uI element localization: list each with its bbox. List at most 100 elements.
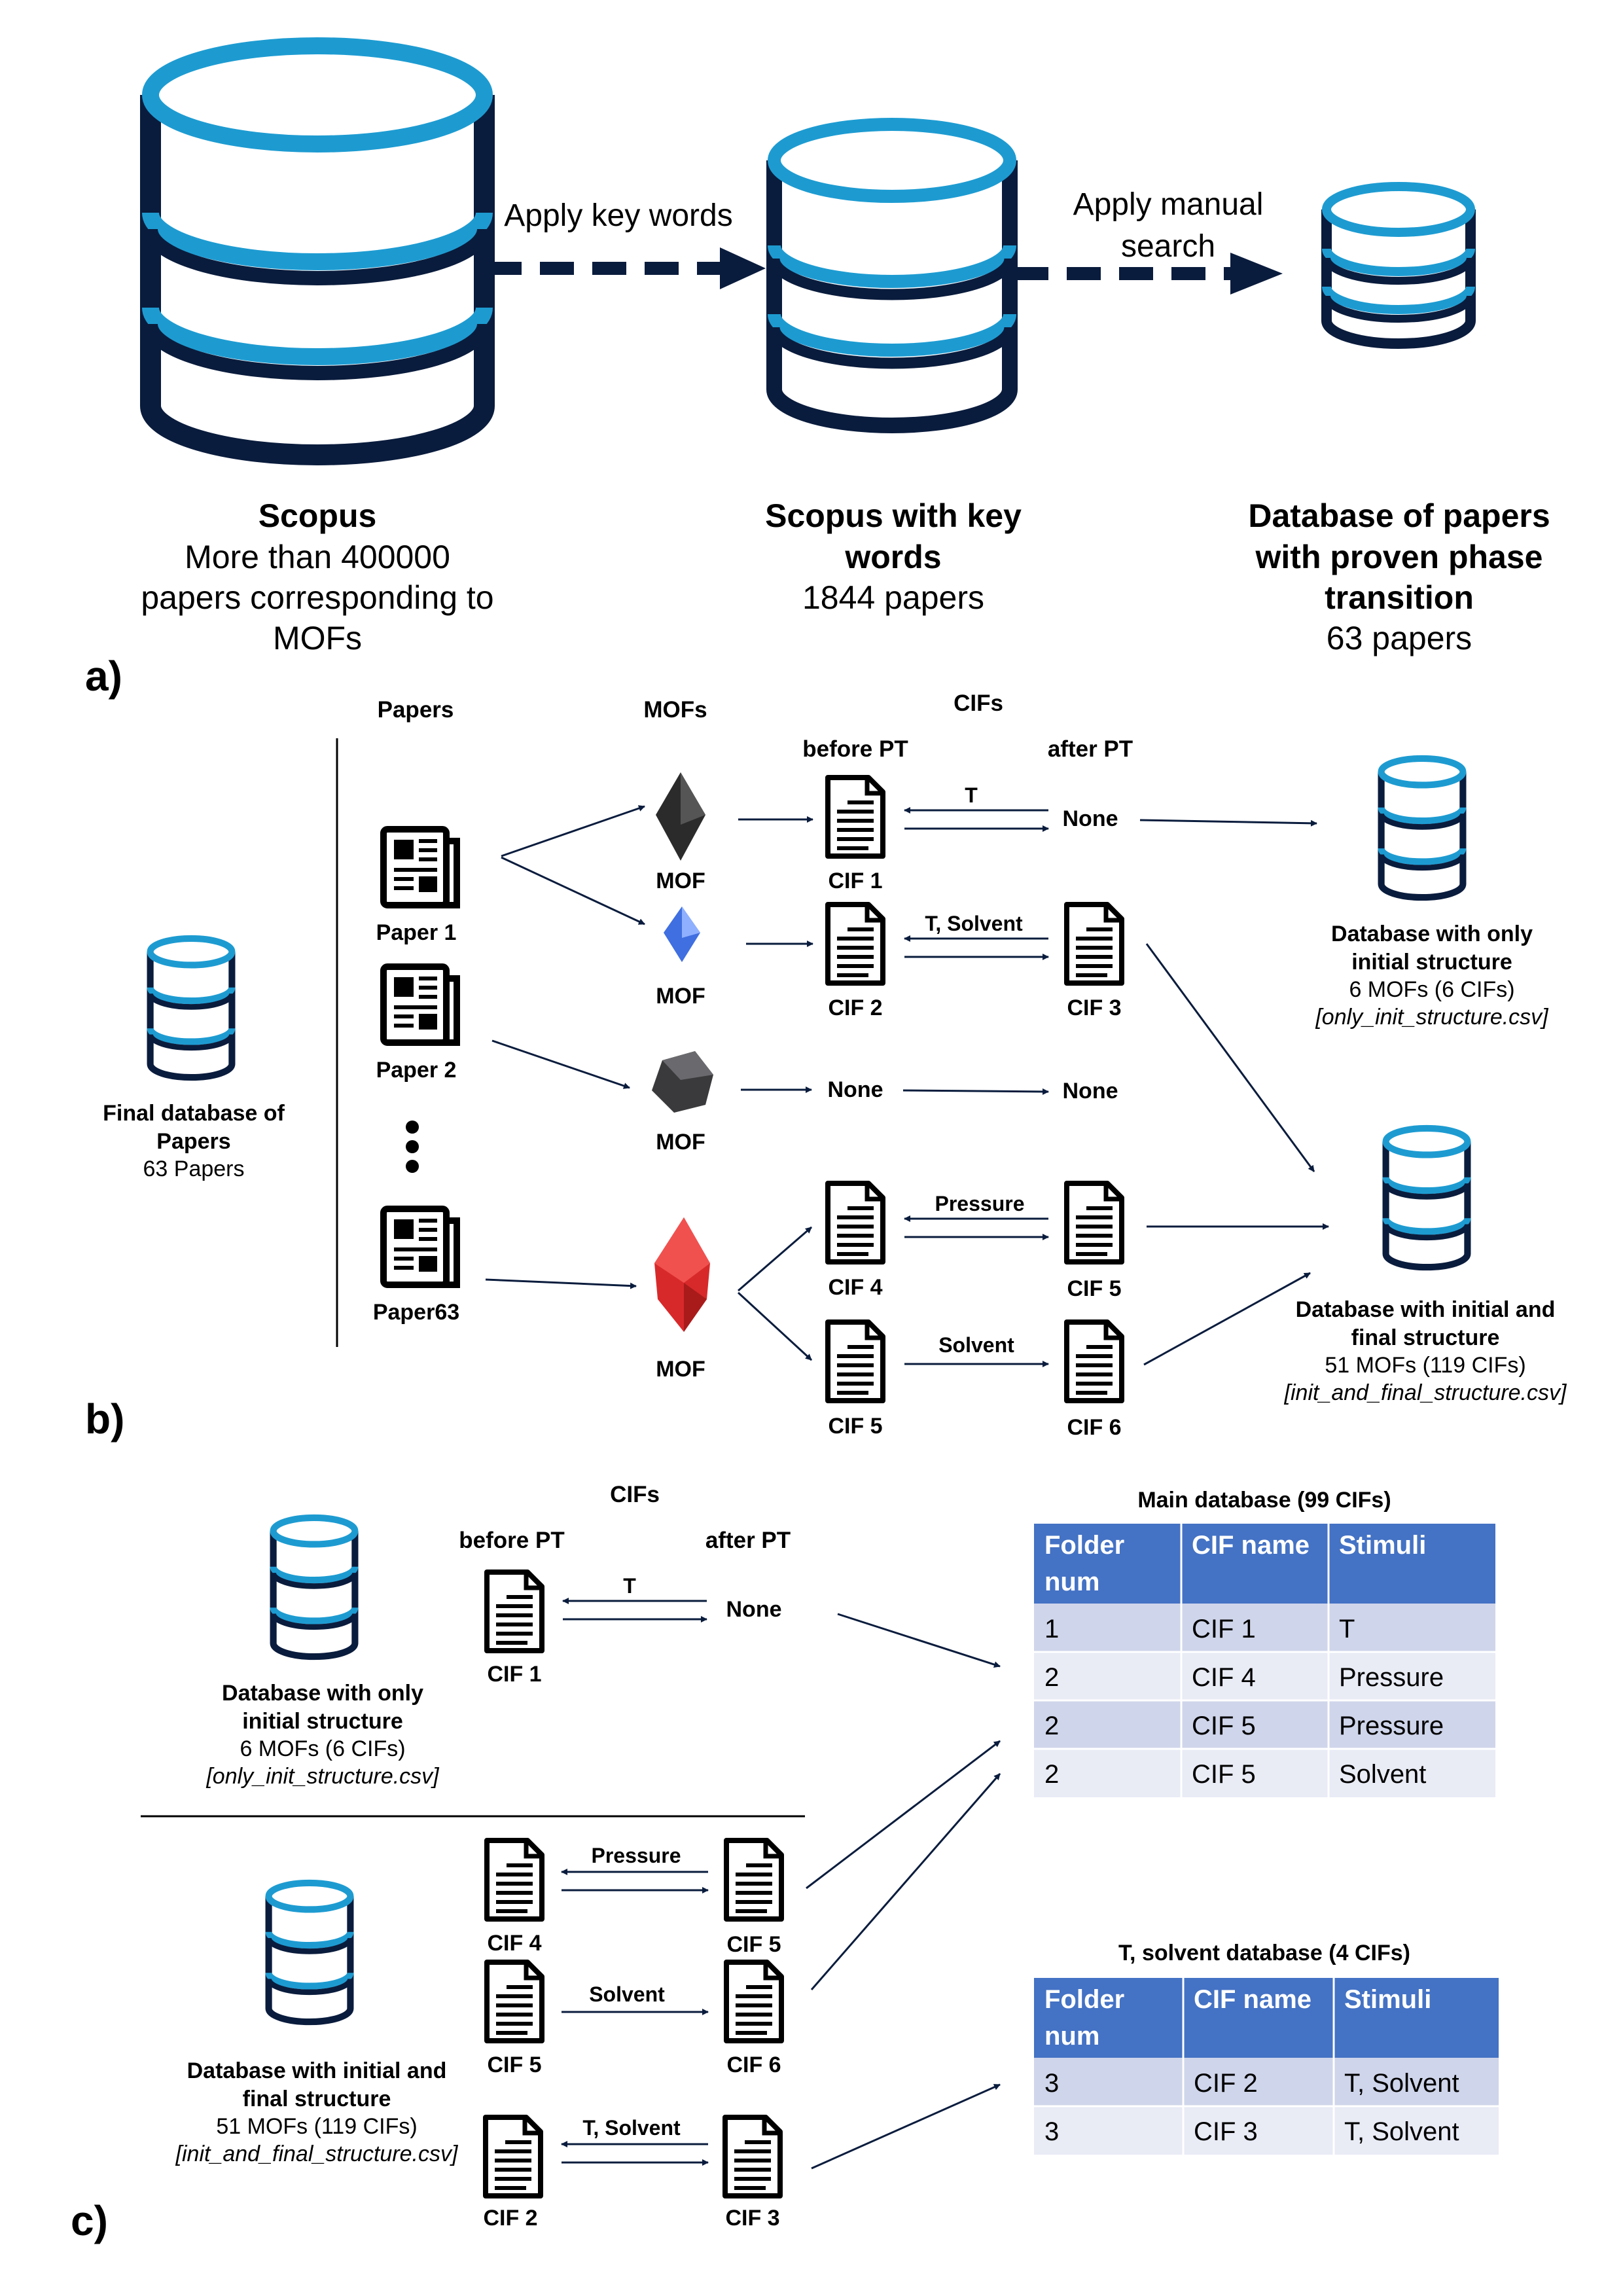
- cif4-label: CIF 4: [828, 1275, 882, 1300]
- table-cell: CIF 4: [1192, 1663, 1256, 1692]
- document-icon: [1067, 1322, 1122, 1401]
- db3-title-line2: with proven phase: [1255, 539, 1543, 575]
- document-icon: [828, 778, 883, 856]
- db-only-init-line1: Database with only: [1331, 922, 1533, 946]
- mof3-label: MOF: [656, 1130, 705, 1155]
- table-cell: Pressure: [1339, 1663, 1444, 1692]
- db-init-final-line3: 51 MOFs (119 CIFs): [216, 2114, 417, 2139]
- stimulus-label: Pressure: [592, 1844, 681, 1867]
- db-init-final-line1: Database with initial and: [1296, 1297, 1556, 1322]
- panel-c-label: c): [71, 2197, 108, 2244]
- arrow-icon: [1230, 253, 1283, 295]
- arrow-icon: [720, 247, 766, 289]
- table-row: [1034, 1700, 1495, 1749]
- cif3-label: CIF 3: [725, 2206, 779, 2231]
- header-cifs: CIFs: [610, 1482, 660, 1507]
- table-cell: Solvent: [1339, 1760, 1426, 1789]
- crystal-icon: [664, 906, 700, 962]
- arrow-icon: [810, 1773, 1001, 1990]
- document-icon: [486, 2117, 541, 2196]
- db1-title: Scopus: [259, 497, 377, 534]
- db-init-final-line4: [init_and_final_structure.csv]: [1284, 1380, 1567, 1405]
- solvent-table-title: T, solvent database (4 CIFs): [1118, 1941, 1410, 1965]
- stimulus-label: Solvent: [589, 1982, 665, 2006]
- db-init-final-line2: final structure: [243, 2087, 391, 2111]
- paper1-label: Paper 1: [376, 920, 457, 945]
- db3-title-line1: Database of papers: [1248, 497, 1550, 534]
- panel-b-label: b): [85, 1395, 124, 1443]
- db-init-final-line2: final structure: [1351, 1325, 1500, 1350]
- table-cell: CIF 2: [1194, 2069, 1258, 2098]
- table-cell: 3: [1044, 2117, 1059, 2146]
- crystal-icon: [652, 1051, 713, 1113]
- crystal-icon: [656, 772, 705, 861]
- db1-line3: MOFs: [273, 620, 362, 656]
- table-cell: 3: [1044, 2069, 1059, 2098]
- table-header-cell: num: [1044, 1568, 1099, 1596]
- db-only-init-line2: initial structure: [1351, 950, 1512, 975]
- header-after-pt: after PT: [705, 1528, 791, 1553]
- cif6-label: CIF 6: [726, 2053, 781, 2077]
- table-cell: 2: [1044, 1663, 1059, 1692]
- document-icon: [1067, 1183, 1122, 1262]
- table-cell: T: [1339, 1615, 1355, 1643]
- db1-line2: papers corresponding to: [141, 579, 493, 616]
- stimulus-label: Pressure: [935, 1192, 1025, 1215]
- paper63-label: Paper63: [373, 1300, 459, 1325]
- cif5b-label: CIF 5: [487, 2053, 541, 2077]
- table-row: [1034, 2106, 1499, 2155]
- mof1-label: MOF: [656, 869, 705, 893]
- table-row: [1034, 2058, 1499, 2106]
- table-header-cell: Stimuli: [1339, 1531, 1426, 1560]
- stimulus-label: Solvent: [938, 1333, 1014, 1357]
- header-cifs: CIFs: [954, 691, 1003, 716]
- table-cell: T, Solvent: [1344, 2117, 1459, 2146]
- table-header-cell: Folder: [1044, 1985, 1124, 2014]
- db3-title-line3: transition: [1325, 579, 1474, 616]
- table-row: [1034, 1604, 1495, 1652]
- arrow-icon: [837, 1613, 1001, 1668]
- arrow-icon: [806, 1740, 1001, 1890]
- table-cell: CIF 5: [1192, 1712, 1256, 1740]
- document-icon: [828, 1322, 883, 1401]
- table-header-cell: num: [1044, 2022, 1099, 2051]
- panel-a-label: a): [85, 653, 122, 700]
- database-icon: [766, 118, 1018, 433]
- panel-b: Papers MOFs CIFs before PT after PT Fina…: [85, 691, 1567, 1443]
- db-only-init-line2: initial structure: [242, 1709, 403, 1734]
- stimulus-label: T, Solvent: [582, 2116, 681, 2140]
- table-header-cell: Folder: [1044, 1531, 1124, 1560]
- db-only-init-line1: Database with only: [222, 1681, 423, 1706]
- table-cell: Pressure: [1339, 1712, 1444, 1740]
- document-icon: [487, 1840, 542, 1919]
- header-mofs: MOFs: [643, 697, 707, 723]
- cif2-label: CIF 2: [828, 996, 882, 1020]
- mof2-label: MOF: [656, 984, 705, 1009]
- db-init-final-line3: 51 MOFs (119 CIFs): [1325, 1353, 1525, 1378]
- arrow-icon: [902, 1088, 1049, 1095]
- db-init-final-line1: Database with initial and: [187, 2058, 447, 2083]
- db-only-init-line3: 6 MOFs (6 CIFs): [240, 1736, 405, 1761]
- document-icon: [487, 1572, 542, 1651]
- arrow-icon: [485, 1278, 637, 1289]
- main-table-title: Main database (99 CIFs): [1137, 1488, 1391, 1513]
- final-db-line3: 63 Papers: [143, 1157, 245, 1181]
- ellipsis-dot: [406, 1121, 419, 1134]
- table-cell: T, Solvent: [1344, 2069, 1459, 2098]
- none-label: None: [828, 1077, 883, 1102]
- table-header-row: [1034, 1524, 1495, 1604]
- db-only-init-line4: [only_init_structure.csv]: [1315, 1005, 1549, 1030]
- database-icon: [140, 37, 495, 465]
- arrow-icon: [491, 1039, 630, 1089]
- stimulus-label: T: [965, 783, 978, 807]
- mof4-label: MOF: [656, 1357, 705, 1382]
- table-header-row: [1034, 1978, 1499, 2058]
- final-db-line2: Papers: [156, 1129, 230, 1154]
- database-icon: [1386, 1128, 1468, 1267]
- database-icon: [269, 1883, 351, 2022]
- stimulus-label: T: [623, 1574, 636, 1598]
- db2-title-line1: Scopus with key: [765, 497, 1022, 534]
- table-cell: CIF 1: [1192, 1615, 1256, 1643]
- db-only-init-line3: 6 MOFs (6 CIFs): [1349, 977, 1514, 1002]
